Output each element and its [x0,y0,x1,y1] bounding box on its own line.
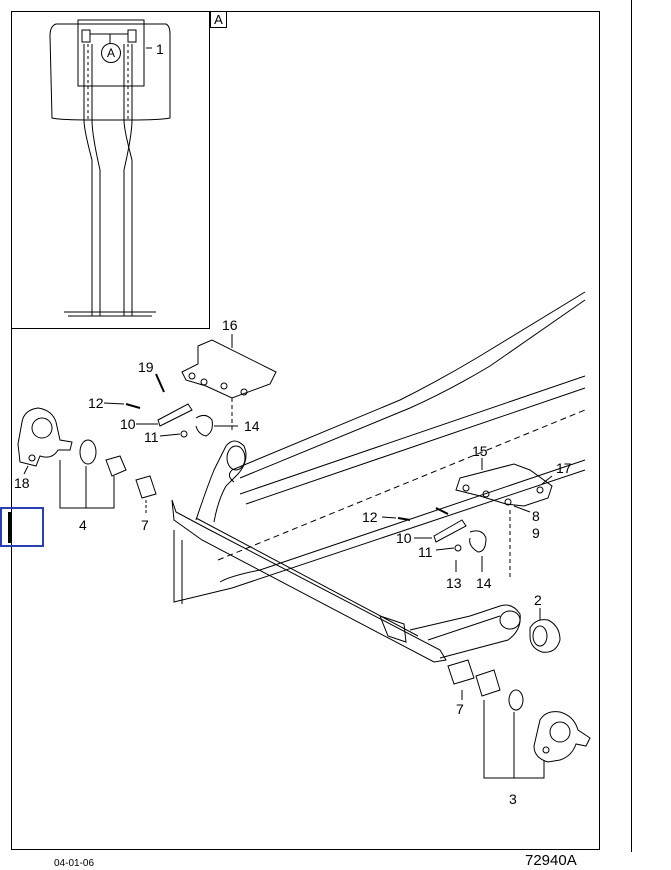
callout-12-left: 12 [88,395,104,411]
clamp-right-3 [533,711,591,763]
callout-14-left: 14 [244,418,260,434]
detail-seat-outline [49,19,171,317]
leader-lines [23,334,553,700]
callout-4: 4 [79,517,87,533]
bracket-15-17 [455,463,553,580]
detail-circle-label: A [101,43,121,63]
callout-11-left: 11 [144,429,159,445]
drawing-frame [11,11,600,850]
link-left [125,373,213,438]
callout-13: 13 [446,575,462,591]
detail-view-a [11,11,210,329]
callout-19: 19 [138,359,154,375]
callout-11-right: 11 [418,544,433,560]
callout-9: 9 [532,525,540,541]
callout-18: 18 [14,475,30,491]
callout-3: 3 [509,791,517,807]
link-right [397,507,487,553]
footer-date: 04-01-06 [54,858,95,869]
callout-8: 8 [532,508,540,524]
text-cursor-bar [8,512,11,543]
callout-10-right: 10 [396,530,412,546]
callout-1: 1 [156,41,164,57]
anti-roll-bar [171,440,521,663]
callout-10-left: 10 [120,416,136,432]
bushings-left [59,439,157,514]
callout-14-right: 14 [476,575,492,591]
selection-box[interactable] [0,507,44,547]
callout-7-right: 7 [456,701,464,717]
callout-7-left: 7 [141,517,149,533]
callout-15: 15 [472,443,488,459]
footer-figure-id: 72940A [525,852,577,869]
detail-tag: A [210,11,227,28]
callout-2: 2 [534,592,542,608]
callout-17: 17 [556,460,572,476]
right-margin-rule [631,0,632,852]
clamp-left-18 [17,407,73,467]
bracket-16 [181,339,277,430]
callout-12-right: 12 [362,509,378,525]
chassis-frame-rails [173,291,586,604]
bushings-right [447,619,561,779]
callout-16: 16 [222,317,238,333]
